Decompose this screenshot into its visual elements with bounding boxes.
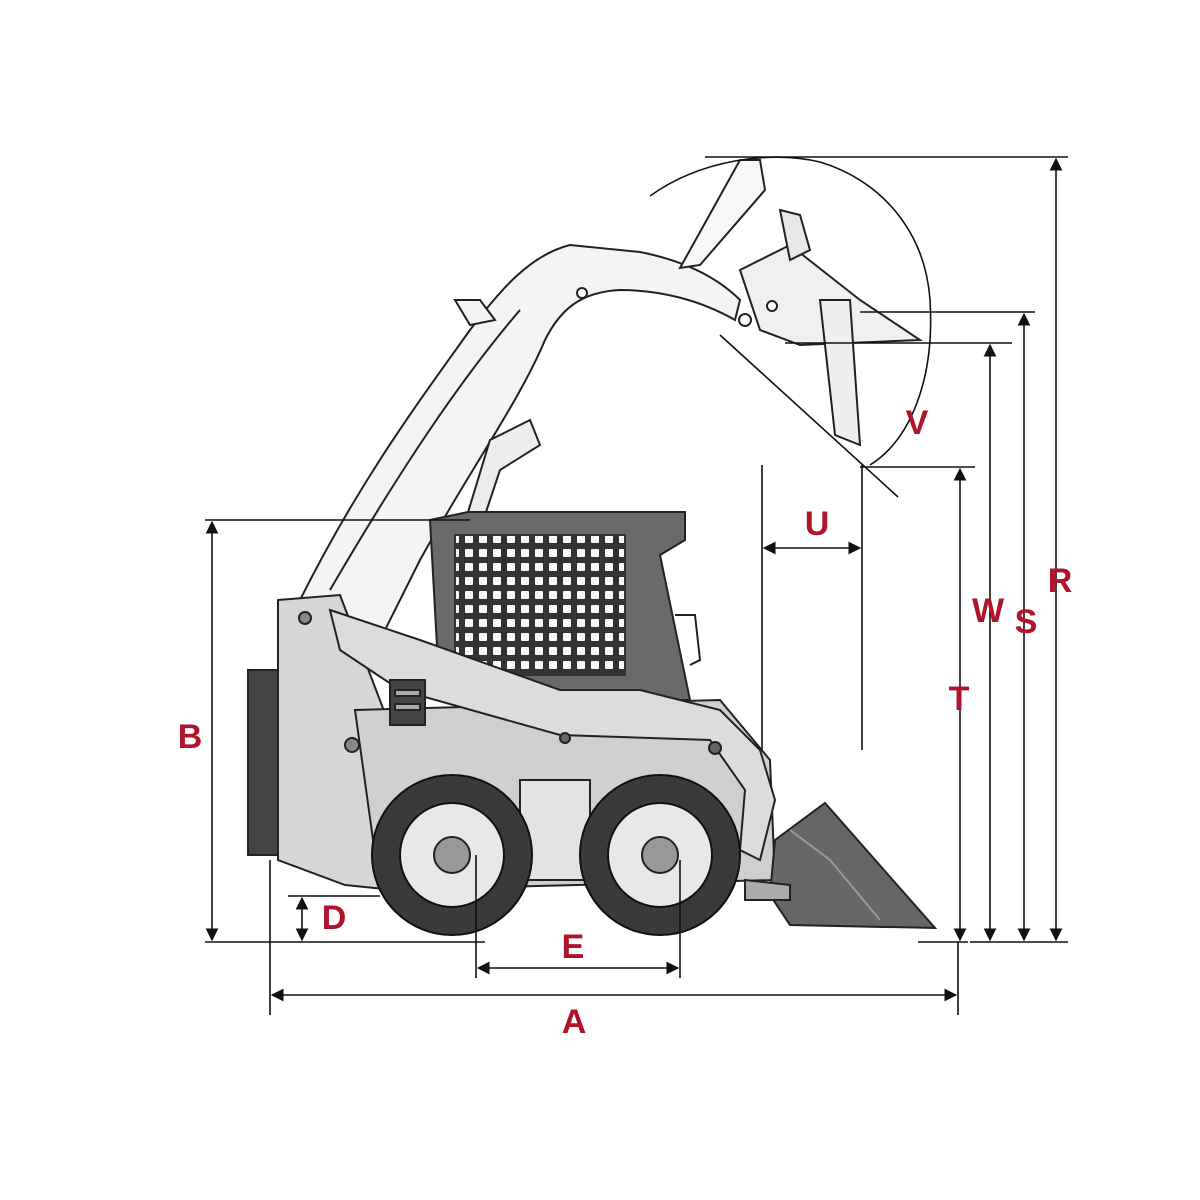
label-b: B: [178, 718, 203, 756]
label-u: U: [805, 505, 830, 543]
label-e: E: [562, 928, 585, 966]
front-wheel: [579, 774, 741, 936]
label-v: V: [906, 404, 929, 442]
label-s: S: [1015, 603, 1038, 641]
label-w: W: [972, 592, 1005, 630]
dimension-lines: [205, 156, 1068, 1015]
raised-bucket: [678, 159, 924, 447]
lowered-bucket: [744, 801, 938, 930]
dump-angle-geometry: [649, 156, 932, 750]
rear-wheel: [371, 774, 533, 936]
label-a: A: [562, 1003, 587, 1041]
label-t: T: [949, 680, 970, 718]
dimension-labels: A B D E R S T U V W: [178, 404, 1073, 1041]
label-r: R: [1048, 562, 1073, 600]
label-d: D: [322, 899, 347, 937]
